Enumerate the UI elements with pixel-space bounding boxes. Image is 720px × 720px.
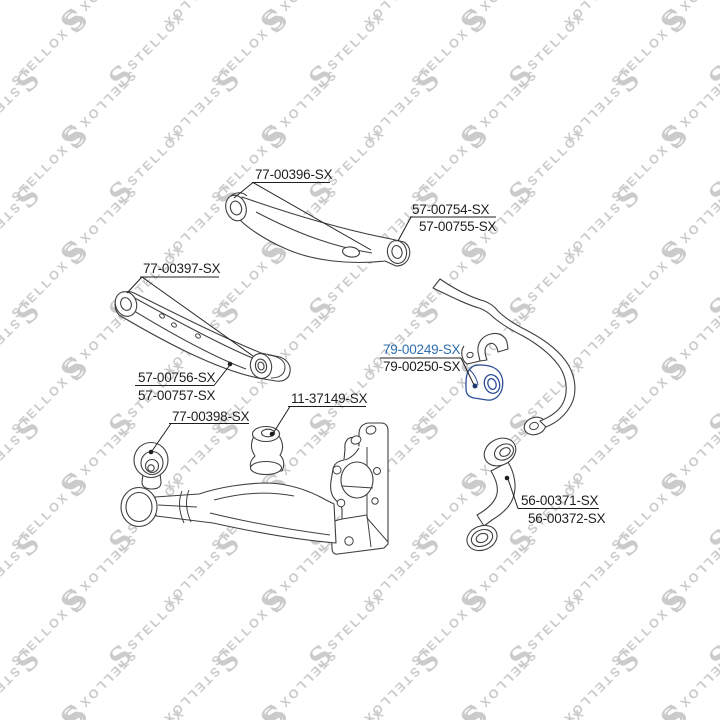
part-knuckle-bracket — [330, 422, 389, 555]
part-stabilizer-bushing-highlighted — [465, 364, 504, 401]
part-number-labels: 77-00396-SX 57-00754-SX 57-00755-SX 77-0… — [138, 167, 606, 526]
label-lateral-arm-bushing-1: 57-00756-SX — [138, 370, 216, 385]
label-leader-lines — [126, 182, 599, 509]
label-stabilizer-bushing-highlighted: 79-00249-SX — [383, 342, 461, 357]
part-lateral-arm — [114, 291, 291, 382]
part-stabilizer-bracket — [461, 332, 509, 365]
label-stabilizer-bushing-2: 79-00250-SX — [383, 359, 461, 374]
part-upper-control-arm — [225, 192, 411, 267]
part-bump-stop — [249, 425, 285, 476]
part-stabilizer-link — [466, 437, 517, 552]
label-bump-stop: 11-37149-SX — [291, 391, 368, 406]
part-lower-control-arm — [120, 482, 337, 544]
label-upper-arm-bushing-2: 57-00755-SX — [419, 219, 497, 234]
label-stabilizer-link-1: 56-00371-SX — [521, 493, 599, 508]
label-stabilizer-link-2: 56-00372-SX — [528, 511, 606, 526]
label-lower-arm-bushing: 77-00398-SX — [172, 409, 250, 424]
label-lateral-arm-bushing-2: 57-00757-SX — [138, 388, 216, 403]
label-upper-arm-bushing-1: 57-00754-SX — [412, 202, 490, 217]
label-upper-arm: 77-00396-SX — [255, 167, 333, 182]
part-stabilizer-bar — [432, 278, 576, 436]
label-lateral-arm: 77-00397-SX — [143, 261, 221, 276]
part-lower-arm-bushing — [133, 441, 169, 490]
